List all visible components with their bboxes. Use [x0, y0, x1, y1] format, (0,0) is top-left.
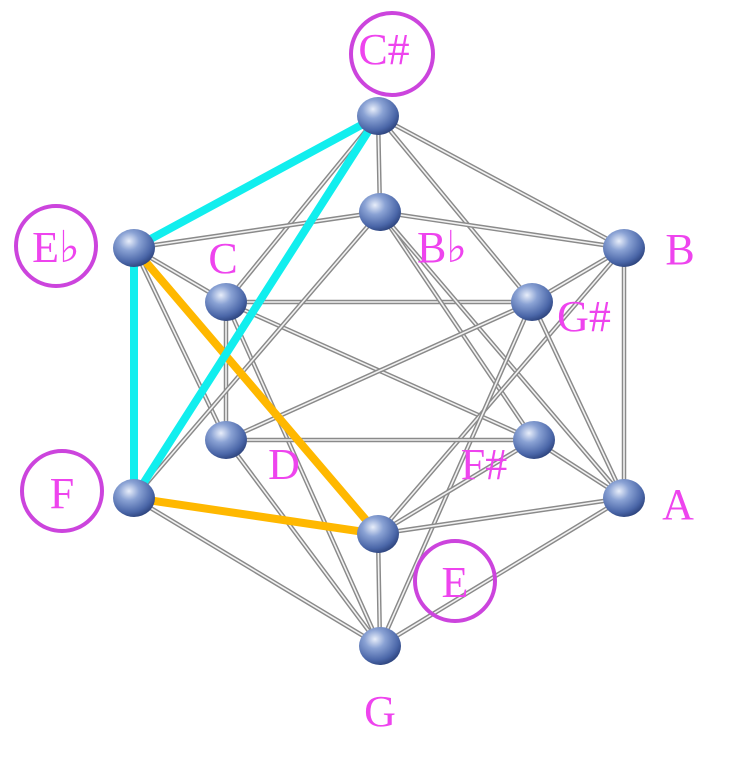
edge-b-e — [375, 245, 627, 537]
circle-eflat — [14, 204, 98, 288]
triangle-orange — [130, 244, 382, 538]
edge-d-g — [223, 437, 383, 649]
triangle-cyan — [130, 112, 382, 502]
note-label-a: A — [662, 480, 694, 529]
node-f — [113, 479, 155, 517]
node-csharp — [357, 97, 399, 135]
edge-a-e — [375, 495, 627, 537]
note-label-eflat: E♭ — [32, 223, 80, 272]
node-layer — [113, 97, 645, 665]
edge-gsharp-g — [377, 299, 535, 649]
node-a — [603, 479, 645, 517]
node-gsharp — [511, 283, 553, 321]
highlight-layer — [130, 112, 382, 538]
edge-gsharp-a — [529, 299, 627, 501]
edge-bflat-f — [131, 209, 383, 501]
note-label-g: G — [364, 687, 396, 736]
node-fsharp — [513, 421, 555, 459]
edge-bflat-fsharp — [377, 209, 537, 443]
note-label-gsharp: G# — [557, 292, 611, 341]
node-d — [205, 421, 247, 459]
edge-f-g — [131, 495, 383, 649]
circle-layer — [14, 11, 497, 623]
note-label-d: D — [268, 440, 300, 489]
edge-eflat-bflat — [131, 209, 383, 251]
note-label-bflat: B♭ — [417, 223, 467, 272]
edge-a-g — [377, 495, 627, 649]
note-label-e: E — [442, 558, 469, 607]
note-label-fsharp: F# — [461, 440, 507, 489]
circle-csharp — [349, 11, 435, 97]
edge-bflat-b — [377, 209, 627, 251]
node-bflat — [359, 193, 401, 231]
node-c — [205, 283, 247, 321]
note-label-f: F — [50, 469, 74, 518]
node-eflat — [113, 229, 155, 267]
node-e — [357, 515, 399, 553]
node-b — [603, 229, 645, 267]
circle-f — [20, 449, 104, 533]
label-layer: C# E♭ C B♭ B G# F D F# A E G — [32, 25, 695, 736]
note-label-csharp: C# — [358, 25, 409, 74]
node-g — [359, 627, 401, 665]
circle-e — [413, 539, 497, 623]
note-label-b: B — [665, 225, 694, 274]
edge-csharp-gsharp — [375, 113, 535, 305]
edge-fsharp-e — [375, 437, 537, 537]
edge-bflat-a — [377, 209, 627, 501]
edge-csharp-c — [223, 113, 381, 305]
note-label-c: C — [208, 234, 237, 283]
edge-csharp-b — [375, 113, 627, 251]
